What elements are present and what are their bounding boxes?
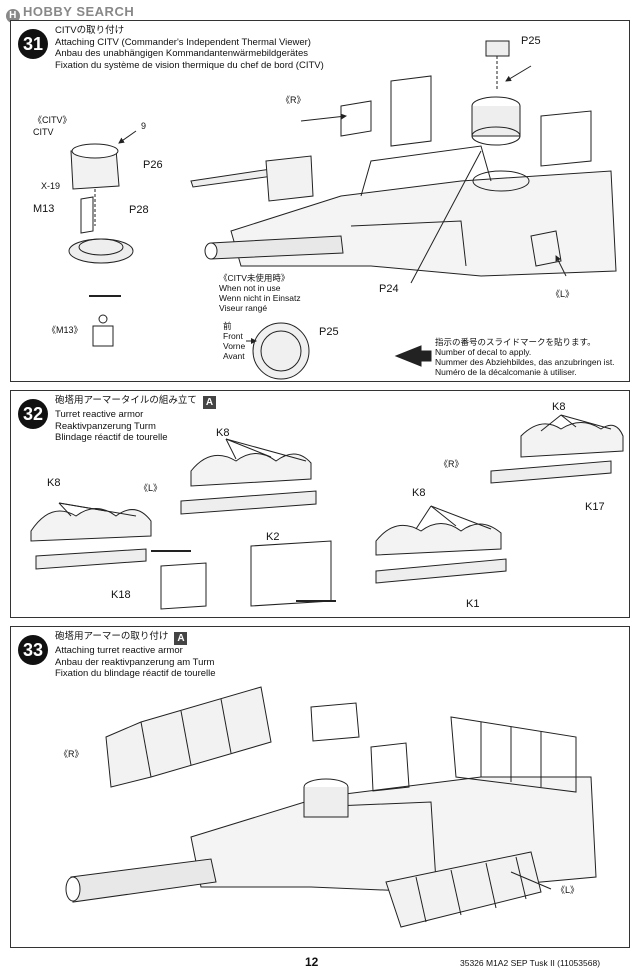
page-number: 12 xyxy=(305,955,319,969)
label-r: 《R》 xyxy=(439,459,464,469)
label-p26: P26 xyxy=(143,159,163,171)
title-jp: 砲塔用アーマータイルの組み立て xyxy=(55,395,197,406)
hobby-search-logo-icon: H xyxy=(6,9,20,23)
step-31-panel: 31 CITVの取り付け Attaching CITV (Commander's… xyxy=(10,20,630,382)
title-en: Attaching CITV (Commander's Independent … xyxy=(55,36,311,48)
label-k8-left: K8 xyxy=(47,477,61,489)
step-32-panel: 32 砲塔用アーマータイルの組み立て A Turret reactive armo… xyxy=(10,390,630,618)
front-direction-note: 前 Front Vorne Avant xyxy=(223,321,246,361)
label-k1: K1 xyxy=(466,598,480,610)
step-number: 32 xyxy=(18,399,48,429)
title-en: Turret reactive armor xyxy=(55,409,144,420)
label-l: 《L》 xyxy=(551,289,575,299)
label-k8-mid: K8 xyxy=(216,427,230,439)
step-number: 31 xyxy=(18,29,48,59)
title-de: Anbau der reaktivpanzerung am Turm xyxy=(55,656,215,668)
label-p24: P24 xyxy=(379,283,399,295)
label-l: 《L》 xyxy=(139,483,163,493)
title-fr: Fixation du blindage réactif de tourelle xyxy=(55,668,216,679)
label-l: 《L》 xyxy=(556,885,580,895)
title-jp: CITVの取り付け xyxy=(55,25,125,36)
title-en: Attaching turret reactive armor xyxy=(55,645,183,656)
label-k18: K18 xyxy=(111,589,131,601)
label-p25-bottom: P25 xyxy=(319,326,339,338)
label-r: 《R》 xyxy=(281,95,306,105)
title-de: Reaktivpanzerung Turm xyxy=(55,420,156,432)
title-de: Anbau des unabhängigen Kommandantenwärme… xyxy=(55,48,308,59)
title-jp: 砲塔用アーマーの取り付け xyxy=(55,631,169,642)
label-k8-low: K8 xyxy=(412,487,426,499)
title-fr: Fixation du système de vision thermique … xyxy=(55,59,324,71)
label-m13: M13 xyxy=(33,203,55,215)
step-titles: 砲塔用アーマーの取り付け A Attaching turret reactive … xyxy=(55,631,216,680)
label-k2: K2 xyxy=(266,531,280,543)
step-titles: CITVの取り付け Attaching CITV (Commander's In… xyxy=(55,25,324,71)
label-p28: P28 xyxy=(129,204,149,216)
step-titles: 砲塔用アーマータイルの組み立て A Turret reactive armor R… xyxy=(55,395,216,444)
step-number: 33 xyxy=(18,635,48,665)
label-p25-top: P25 xyxy=(521,35,541,47)
step-31-diagram xyxy=(68,40,617,380)
label-part-9: 9 xyxy=(141,121,147,131)
decal-note: 指示の番号のスライドマークを貼ります。 Number of decal to a… xyxy=(435,337,615,377)
label-r: 《R》 xyxy=(59,749,84,759)
label-m13-alt: 《M13》 xyxy=(47,325,83,335)
label-citv: CITV xyxy=(33,127,54,137)
step-33-panel: 33 砲塔用アーマーの取り付け A Attaching turret reacti… xyxy=(10,626,630,948)
product-id: 35326 M1A2 SEP Tusk II (11053568) xyxy=(460,958,601,968)
title-fr: Blindage réactif de tourelle xyxy=(55,432,168,443)
label-citv-jp: 《CITV》 xyxy=(33,115,72,125)
part-group-badge: A xyxy=(174,632,188,645)
label-k17: K17 xyxy=(585,501,605,513)
label-x19: X-19 xyxy=(41,181,61,191)
step-33-diagram xyxy=(65,686,597,928)
label-k8-right: K8 xyxy=(552,401,566,413)
not-in-use-note: 《CITV未使用時》 When not in use Wenn nicht in… xyxy=(219,273,301,313)
part-group-badge: A xyxy=(202,396,216,409)
watermark-text: HOBBY SEARCH xyxy=(23,4,135,19)
step-32-diagram xyxy=(30,414,624,610)
